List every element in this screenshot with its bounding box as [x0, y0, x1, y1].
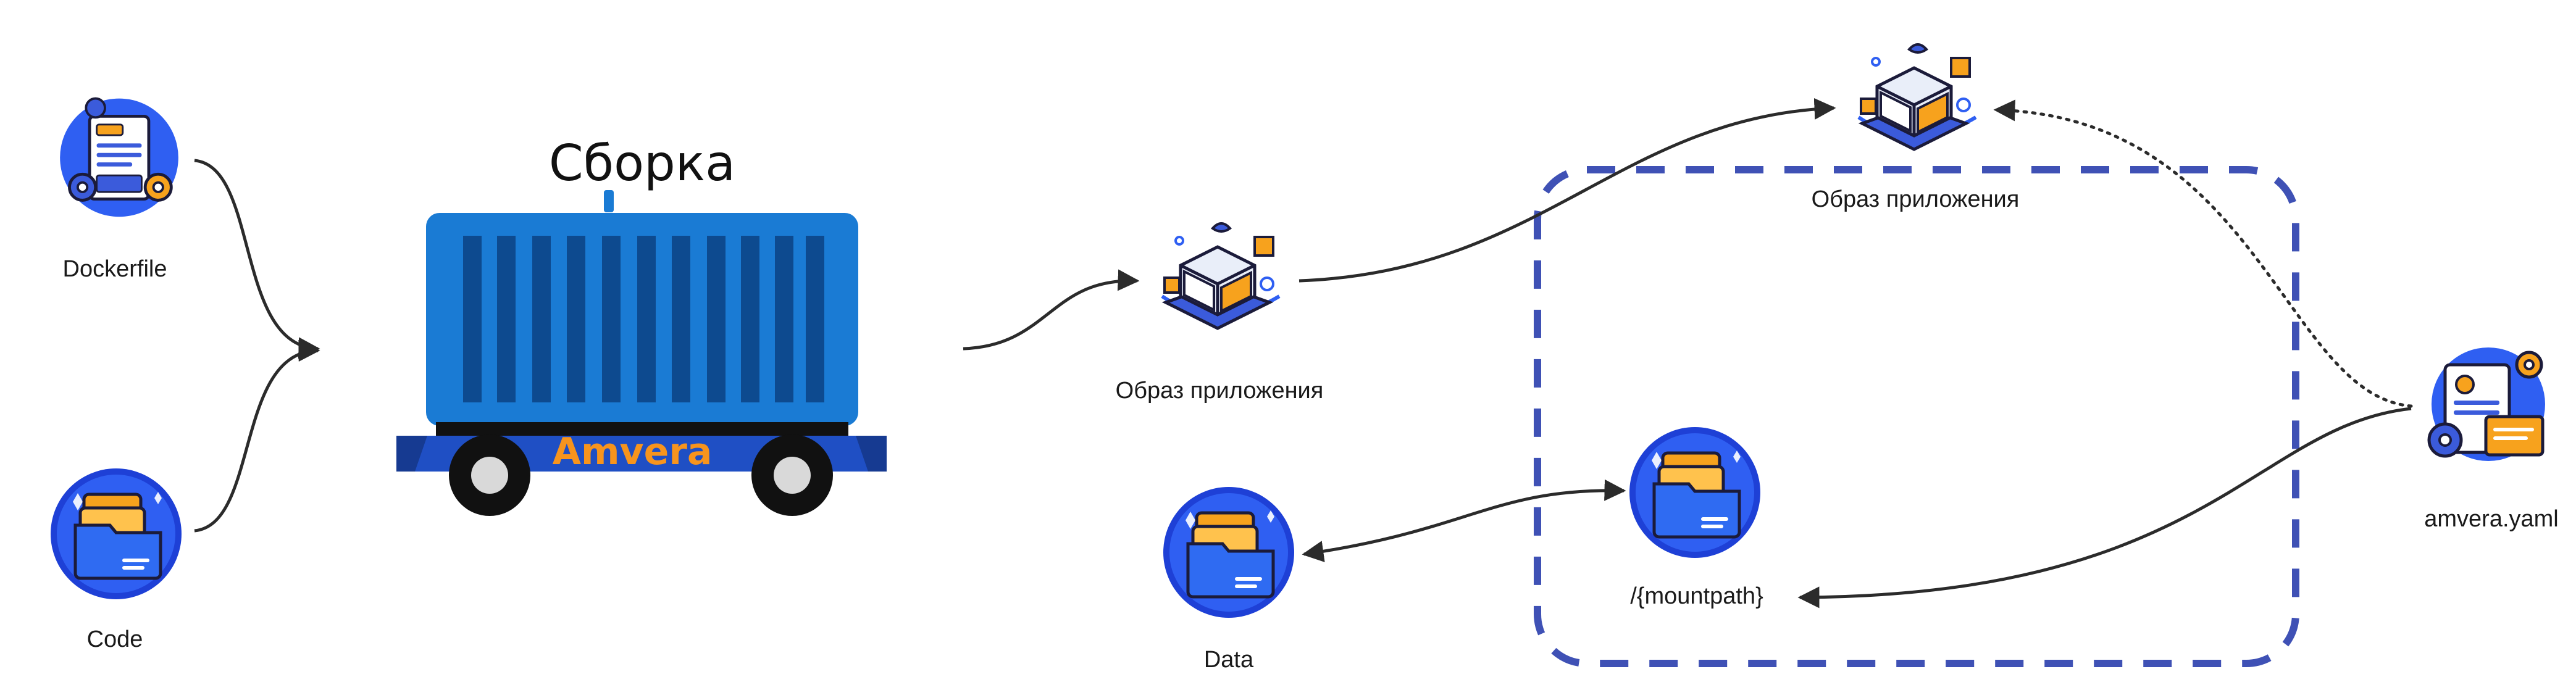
connector-config-to-image	[1993, 99, 2413, 408]
container-ship-icon	[1162, 223, 1279, 328]
config-label: amvera.yaml	[2424, 506, 2559, 532]
app-image-label: Образ приложения	[1115, 378, 1324, 404]
connector-image-to-deployed-image	[1298, 98, 1836, 283]
data-label: Data	[1203, 647, 1254, 673]
deployed-image-label: Образ приложения	[1811, 186, 2020, 212]
application-boundary	[1534, 166, 2299, 667]
connector-code-to-build	[194, 340, 320, 533]
build-title: Сборка	[548, 135, 736, 192]
code-label: Code	[86, 626, 143, 652]
connector-build-to-image	[963, 269, 1140, 351]
connector-dockerfile-to-build	[194, 159, 320, 359]
folder-icon	[1629, 427, 1760, 558]
build-container	[396, 190, 887, 516]
document-gear-icon	[60, 99, 178, 217]
connector-data-mountpath	[1302, 479, 1626, 562]
folder-icon	[51, 468, 182, 599]
folder-icon	[1163, 487, 1294, 618]
build-brand-label: Amvera	[553, 430, 713, 473]
config-file-gear-icon	[2429, 347, 2545, 461]
container-ship-icon	[1859, 44, 1976, 149]
mountpath-label: /{mountpath}	[1630, 583, 1763, 609]
dockerfile-label: Dockerfile	[62, 256, 167, 282]
connector-config-to-mountpath	[1797, 407, 2412, 609]
